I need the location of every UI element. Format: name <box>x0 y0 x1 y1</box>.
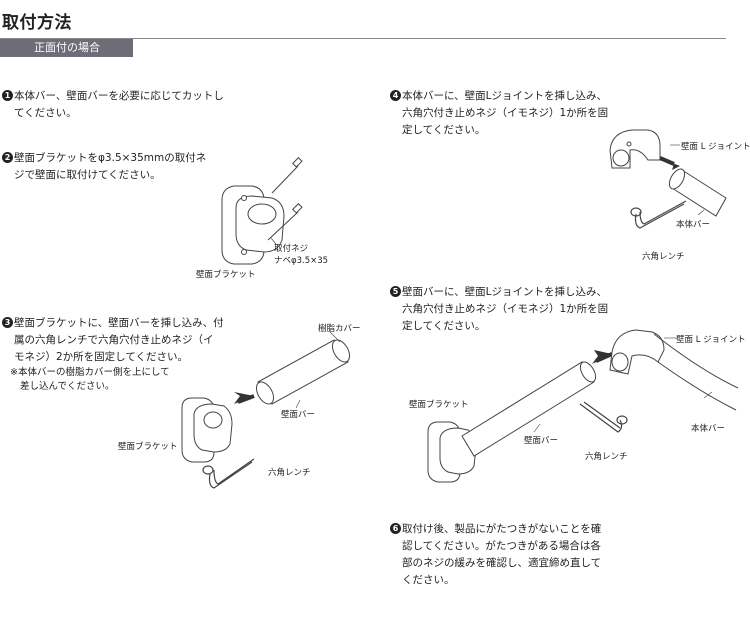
page-title: 取付方法 <box>2 13 72 33</box>
step-5-line-2: 六角穴付き止めネジ（イモネジ）1か所を固 <box>402 303 609 315</box>
label-l-joint-step-4: 壁面 L ジョイント <box>681 142 750 152</box>
step-4-line-2: 六角穴付き止めネジ（イモネジ）1か所を固 <box>402 107 609 119</box>
hex-wrench-step-3 <box>202 458 255 489</box>
step-2-line-2: ジで壁面に取付けてください。 <box>14 169 161 181</box>
step-3-note: ※本体バーの樹脂カバー側を上にして 差し込んでください。 <box>10 366 170 394</box>
label-screw-2: ナベφ3.5×35 <box>274 256 329 266</box>
step-5-line-1: 壁面バーに、壁面Lジョイントを挿し込み、 <box>402 286 608 298</box>
wall-bar-step-5 <box>461 361 597 457</box>
wall-bar-end <box>255 381 275 405</box>
label-main-bar-step-4: 本体バー <box>676 220 711 230</box>
step-6-line-3: 部のネジの緩みを確認し、適宜締め直して <box>402 557 602 569</box>
step-4-line-1: 本体バーに、壁面Lジョイントを挿し込み、 <box>402 90 608 102</box>
hex-wrench-step-5 <box>579 401 628 433</box>
insert-arrow-step-4 <box>660 158 680 170</box>
step-1-line-1: 本体バー、壁面バーを必要に応じてカットし <box>14 90 224 102</box>
step-number-5: 5 <box>390 286 401 297</box>
step-2-line-1: 壁面ブラケットをφ3.5×35mmの取付ネ <box>14 152 207 164</box>
section-tab: 正面付の場合 <box>0 39 133 57</box>
l-joint-step-5 <box>609 329 665 375</box>
step-6-line-4: ください。 <box>402 574 455 586</box>
label-bracket-step-5: 壁面ブラケット <box>409 400 469 410</box>
step-3-note-line-1: ※本体バーの樹脂カバー側を上にして <box>10 367 170 378</box>
main-bar-step-4 <box>668 168 727 217</box>
label-bracket-step-3: 壁面ブラケット <box>118 442 178 452</box>
step-3-line-3: モネジ）2か所を固定してください。 <box>14 351 189 363</box>
label-wall-bar-step-3: 壁面バー <box>281 410 316 420</box>
bracket-socket <box>247 203 277 225</box>
mounting-screws <box>267 157 303 241</box>
bracket-hole-bottom <box>241 249 247 255</box>
step-4-line-3: 定してください。 <box>402 124 486 136</box>
step-number-4: 4 <box>390 90 401 101</box>
step-number-3: 3 <box>2 317 13 328</box>
label-hex-wrench-step-5: 六角レンチ <box>585 452 628 462</box>
bracket-socket-step-3 <box>203 411 223 429</box>
step-1-line-2: てください。 <box>14 107 77 119</box>
title-divider <box>0 38 726 39</box>
step-5-line-3: 定してください。 <box>402 320 486 332</box>
hex-wrench-step-4 <box>630 200 687 229</box>
label-l-joint-step-5: 壁面 L ジョイント <box>676 335 746 345</box>
label-wall-bar-step-5: 壁面バー <box>524 436 559 446</box>
step-3-line-2: 属の六角レンチで六角穴付き止めネジ（イ <box>14 334 214 346</box>
label-main-bar-step-5: 本体バー <box>691 424 726 434</box>
label-hex-wrench-step-3: 六角レンチ <box>268 468 311 478</box>
step-3-line-1: 壁面ブラケットに、壁面バーを挿し込み、付 <box>14 317 224 329</box>
resin-cover-end <box>331 339 351 363</box>
main-bar-step-5 <box>653 333 739 411</box>
label-bracket-step-2: 壁面ブラケット <box>196 270 256 280</box>
step-number-2: 2 <box>2 152 13 163</box>
label-hex-wrench-step-4: 六角レンチ <box>642 252 685 262</box>
label-screw-1: 取付ネジ <box>274 244 309 254</box>
step-number-6: 6 <box>390 523 401 534</box>
label-resin-cover: 樹脂カバー <box>318 324 361 334</box>
step-3-note-line-2: 差し込んでください。 <box>20 381 115 392</box>
step-6-line-1: 取付け後、製品にがたつきがないことを確 <box>402 523 602 535</box>
l-joint-step-4 <box>609 129 661 169</box>
step-6-line-2: 認してください。がたつきがある場合は各 <box>402 540 601 552</box>
bracket-hole-top <box>241 195 247 201</box>
step-number-1: 1 <box>2 90 13 101</box>
